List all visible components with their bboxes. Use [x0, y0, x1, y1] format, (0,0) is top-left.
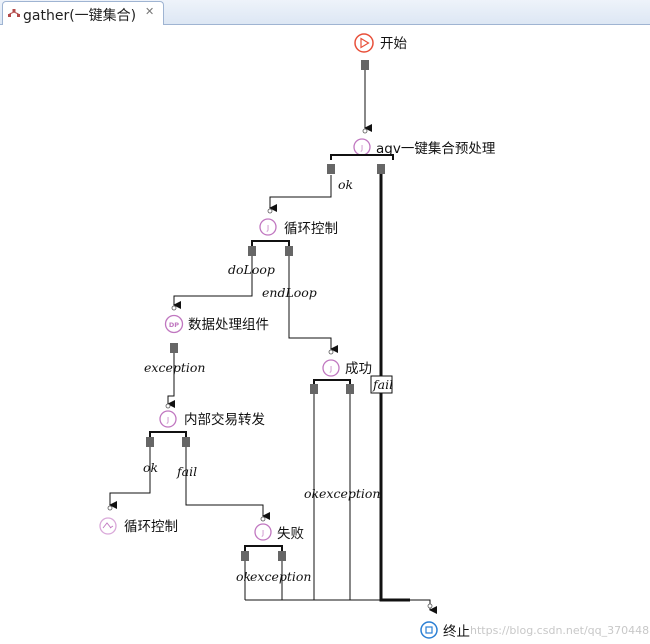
internal-forward-label: 内部交易转发 — [184, 411, 265, 428]
agv-node[interactable]: J agv一键集合预处理 ok — [327, 138, 496, 192]
success-port-exception[interactable] — [346, 384, 354, 394]
branch-label-fail: fail — [176, 464, 197, 479]
edge-forward-ok[interactable] — [109, 447, 151, 509]
agv-port-ok[interactable] — [327, 164, 335, 174]
end-node[interactable]: 终止 — [420, 621, 470, 640]
svg-text:DP: DP — [169, 321, 179, 329]
branch-label-ok: ok — [236, 569, 251, 584]
data-processing-node[interactable]: DP 数据处理组件 exception — [144, 314, 269, 376]
svg-text:J: J — [261, 529, 264, 537]
java-component-icon — [254, 523, 272, 541]
java-component-icon — [159, 410, 177, 428]
success-node[interactable]: J 成功 ok exception — [304, 359, 380, 501]
edge-loop-doloop[interactable] — [173, 256, 253, 309]
editor-tab-gather[interactable]: gather(一键集合) ✕ — [2, 1, 164, 25]
loop-reference-icon — [99, 517, 117, 535]
agv-label: agv一键集合预处理 — [376, 141, 496, 157]
success-branch-bar — [313, 379, 351, 384]
data-processing-label: 数据处理组件 — [188, 317, 269, 333]
svg-text:J: J — [329, 365, 332, 373]
connector-endpoints — [107, 128, 433, 609]
end-label: 终止 — [443, 624, 470, 640]
loop-branch-bar — [251, 240, 290, 246]
java-component-icon — [322, 359, 340, 377]
edge-dp-exception[interactable] — [167, 353, 175, 408]
start-output-port[interactable] — [361, 60, 369, 70]
loop-control-node[interactable]: J 循环控制 doLoop endLoop — [228, 218, 338, 300]
loop-control-label: 循环控制 — [284, 221, 338, 237]
data-processing-icon — [164, 314, 184, 334]
branch-label-exception: exception — [319, 486, 380, 501]
start-icon — [354, 33, 374, 53]
success-port-ok[interactable] — [310, 384, 318, 394]
tab-title: gather(一键集合) — [23, 8, 137, 24]
start-node[interactable]: 开始 — [354, 33, 407, 70]
loop-control-ref-label: 循环控制 — [124, 519, 178, 535]
java-component-icon — [259, 218, 277, 236]
branch-label-ok: ok — [338, 177, 353, 192]
branch-label-exception: exception — [144, 360, 205, 375]
branch-label-ok: ok — [304, 486, 319, 501]
branch-label-ok: ok — [143, 460, 158, 475]
flow-diagram-icon — [8, 9, 20, 17]
failure-label: 失败 — [277, 526, 304, 542]
editor-tab-bar: gather(一键集合) ✕ — [0, 0, 650, 25]
failure-port-exception[interactable] — [278, 551, 286, 561]
dp-port-exception[interactable] — [170, 343, 178, 353]
internal-forward-node[interactable]: J 内部交易转发 ok fail — [143, 410, 265, 479]
close-tab-icon[interactable]: ✕ — [145, 5, 155, 18]
start-label: 开始 — [380, 36, 407, 52]
svg-text:J: J — [360, 144, 363, 152]
success-label: 成功 — [345, 361, 372, 377]
agv-branch-bar — [330, 154, 394, 160]
end-icon — [420, 621, 438, 639]
branch-label-doloop: doLoop — [228, 262, 275, 277]
agv-port-fail[interactable] — [377, 164, 385, 174]
edge-forward-fail[interactable] — [185, 447, 270, 520]
svg-text:J: J — [166, 416, 169, 424]
forward-port-ok[interactable] — [146, 437, 154, 447]
edge-agv-fail[interactable] — [379, 172, 410, 602]
failure-port-ok[interactable] — [241, 551, 249, 561]
fail-edge-label[interactable]: fail — [370, 375, 393, 394]
branch-label-fail: fail — [372, 377, 393, 392]
edge-loop-endloop[interactable] — [288, 256, 338, 353]
loop-port-endloop[interactable] — [285, 246, 293, 256]
edge-agv-ok[interactable] — [269, 175, 332, 212]
forward-branch-bar — [149, 431, 187, 437]
failure-node[interactable]: J 失败 ok exception — [236, 523, 311, 584]
watermark: https://blog.csdn.net/qq_37044889 — [470, 624, 650, 637]
failure-branch-bar — [244, 545, 283, 551]
loop-control-ref-node[interactable]: 循环控制 — [99, 517, 178, 535]
loop-port-doloop[interactable] — [248, 246, 256, 256]
svg-text:J: J — [266, 224, 269, 232]
branch-label-endloop: endLoop — [262, 285, 317, 300]
branch-label-exception: exception — [250, 569, 311, 584]
forward-port-fail[interactable] — [182, 437, 190, 447]
